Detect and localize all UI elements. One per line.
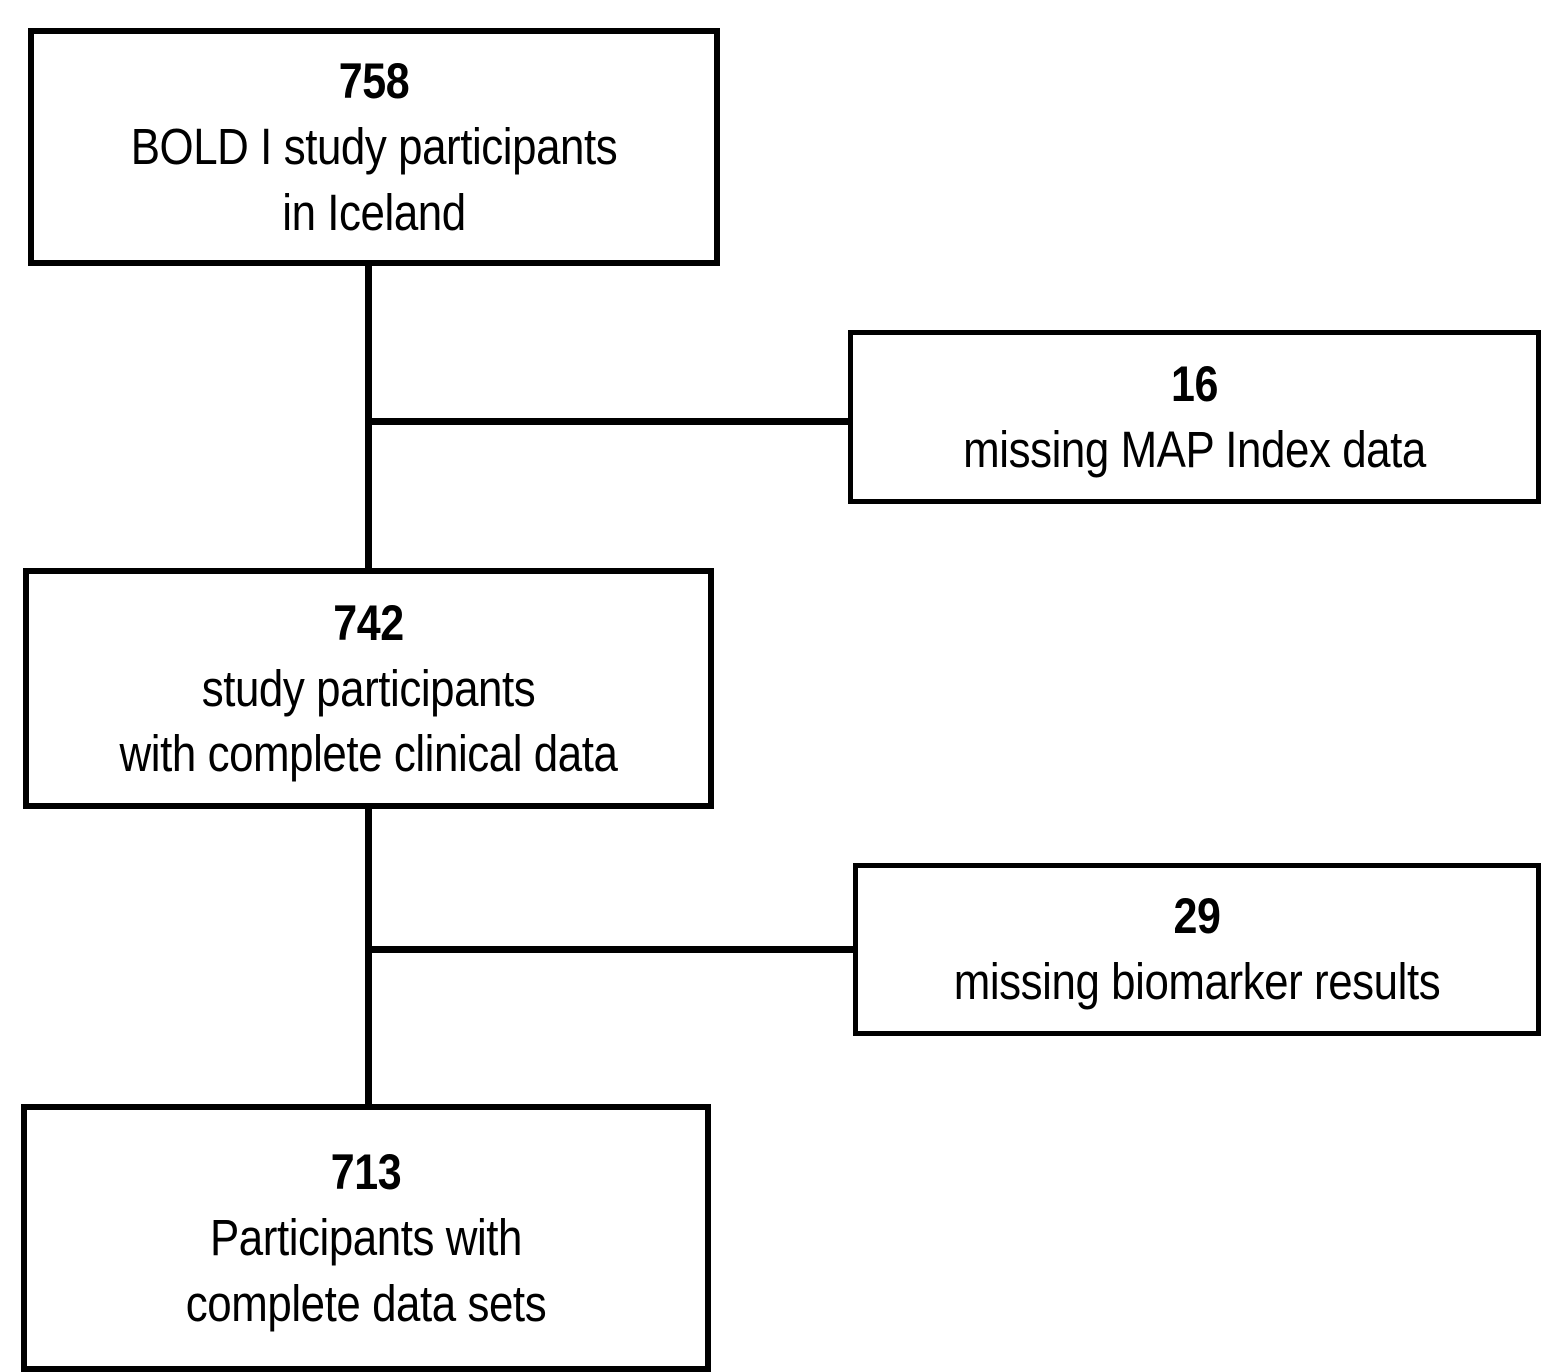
node-excluded-missing-biomarker: 29 missing biomarker results <box>853 863 1541 1036</box>
node-enrolled-label-line-1: BOLD I study participants <box>130 118 618 176</box>
node-complete-clinical-data: 742 study participants with complete cli… <box>23 568 714 809</box>
node-excluded-map-count: 16 <box>1171 355 1218 412</box>
connector-clinical-to-final <box>365 805 372 1107</box>
connector-enrolled-to-clinical <box>365 262 372 572</box>
node-excluded-biomarker-count: 29 <box>1173 888 1221 945</box>
node-clinical-label-line-2: with complete clinical data <box>119 725 618 782</box>
node-enrolled-participants: 758 BOLD I study participants in Iceland <box>28 28 720 266</box>
node-enrolled-label-line-2: in Iceland <box>282 183 466 241</box>
node-excluded-biomarker-label-line-1: missing biomarker results <box>953 953 1441 1011</box>
node-final-count: 713 <box>330 1144 402 1201</box>
connector-clinical-to-excluded-biomarker <box>368 946 857 953</box>
node-enrolled-count: 758 <box>338 53 410 110</box>
node-excluded-missing-map-index: 16 missing MAP Index data <box>848 330 1541 504</box>
node-final-complete-data-sets: 713 Participants with complete data sets <box>21 1104 711 1372</box>
connector-enrolled-to-excluded-map <box>368 418 852 425</box>
node-clinical-count: 742 <box>333 594 404 651</box>
node-clinical-label-line-1: study participants <box>201 659 536 717</box>
node-final-label-line-1: Participants with <box>209 1209 523 1267</box>
node-excluded-map-label-line-1: missing MAP Index data <box>963 420 1426 478</box>
node-final-label-line-2: complete data sets <box>185 1274 547 1332</box>
